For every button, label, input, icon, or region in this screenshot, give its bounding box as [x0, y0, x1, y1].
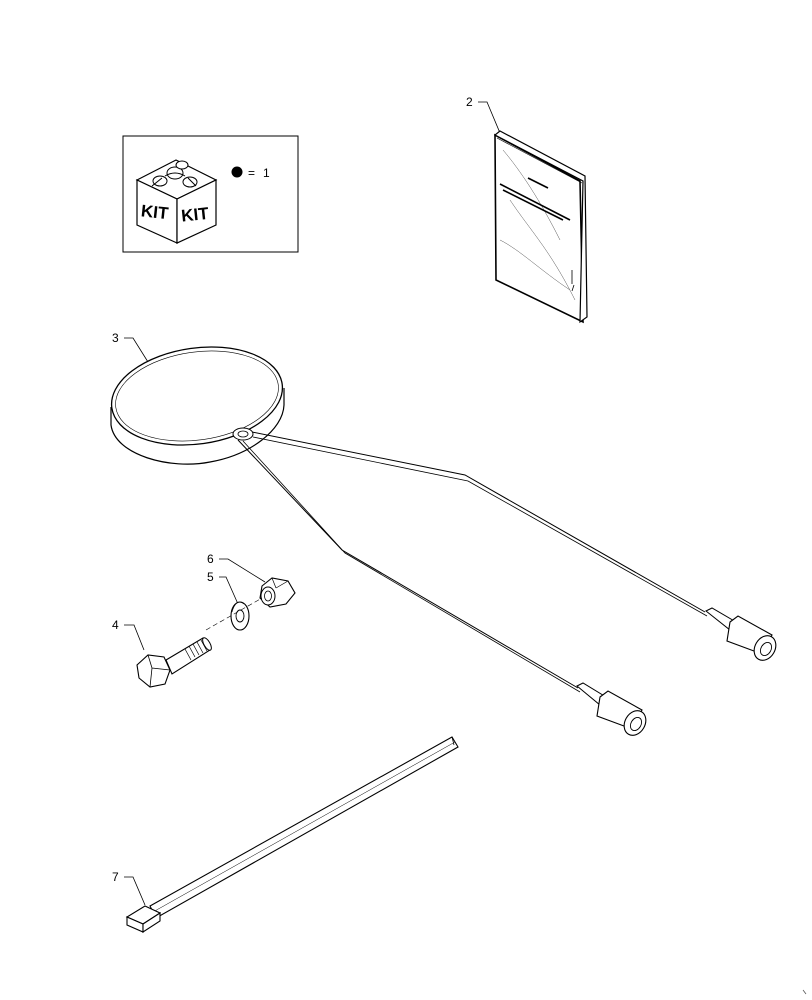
callout-number-7: 7 [112, 870, 119, 884]
callout-2: 2 [466, 95, 501, 134]
kit-box-icon: KIT KIT [135, 159, 218, 244]
kit-legend: KIT KIT = 1 [122, 135, 299, 253]
antenna [105, 336, 780, 739]
callout-3: 3 [112, 331, 149, 363]
connector-a [706, 608, 780, 664]
kit-label-left: KIT [140, 201, 170, 223]
nut [260, 578, 295, 607]
callout-number-5: 5 [207, 570, 214, 584]
callout-4: 4 [112, 618, 145, 651]
washer [231, 602, 249, 630]
corner-mark [802, 989, 807, 995]
assembly-axis-line [205, 597, 263, 631]
kit-label-right: KIT [180, 204, 210, 226]
callout-number-6: 6 [207, 552, 214, 566]
bolt [137, 636, 213, 687]
kit-dot-icon [231, 166, 243, 178]
callout-5: 5 [207, 570, 239, 605]
kit-quantity: 1 [263, 166, 270, 180]
callout-6: 6 [207, 552, 266, 583]
cable-tie [127, 737, 458, 932]
callout-number-2: 2 [466, 95, 473, 109]
callout-7: 7 [112, 870, 146, 906]
instruction-booklet [495, 131, 587, 322]
callout-number-4: 4 [112, 618, 119, 632]
connector-b [577, 683, 650, 739]
callout-number-3: 3 [112, 331, 119, 345]
kit-equals-sign: = [248, 166, 255, 180]
